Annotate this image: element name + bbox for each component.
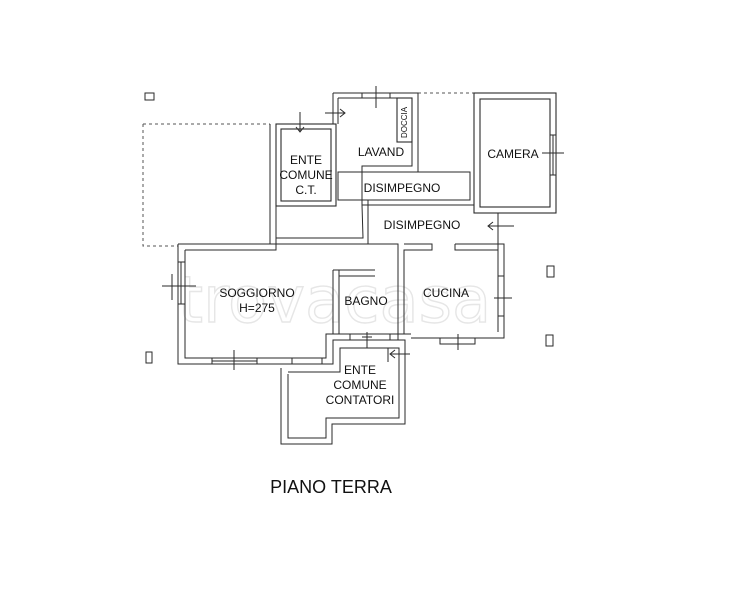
svg-text:SOGGIORNO: SOGGIORNO <box>219 286 294 300</box>
svg-text:C.T.: C.T. <box>295 183 316 197</box>
svg-text:ENTE: ENTE <box>344 363 376 377</box>
room-label-ente-contatori: ENTE COMUNE CONTATORI <box>326 363 395 407</box>
direction-arrows <box>295 108 514 362</box>
room-label-camera: CAMERA <box>487 147 538 161</box>
svg-text:COMUNE: COMUNE <box>333 378 386 392</box>
room-label-cucina: CUCINA <box>423 286 469 300</box>
svg-text:COMUNE: COMUNE <box>279 168 332 182</box>
plan-title: PIANO TERRA <box>270 477 392 497</box>
room-label-lavand: LAVAND <box>358 145 405 159</box>
svg-text:ENTE: ENTE <box>290 153 322 167</box>
room-label-soggiorno: SOGGIORNO H=275 <box>219 286 294 315</box>
watermark: trovacasa <box>178 264 491 338</box>
room-label-disimpegno-lower: DISIMPEGNO <box>384 218 461 232</box>
svg-text:CONTATORI: CONTATORI <box>326 393 395 407</box>
opening-markers <box>162 86 564 370</box>
room-label-disimpegno-upper: DISIMPEGNO <box>364 181 441 195</box>
svg-text:H=275: H=275 <box>239 301 275 315</box>
room-label-bagno: BAGNO <box>344 294 387 308</box>
corner-markers <box>144 92 555 364</box>
exterior-walls <box>177 92 557 445</box>
outdoor-area-outlines <box>142 92 475 247</box>
room-label-doccia: DOCCIA <box>400 106 409 138</box>
room-label-ente-ct: ENTE COMUNE C.T. <box>279 153 332 197</box>
